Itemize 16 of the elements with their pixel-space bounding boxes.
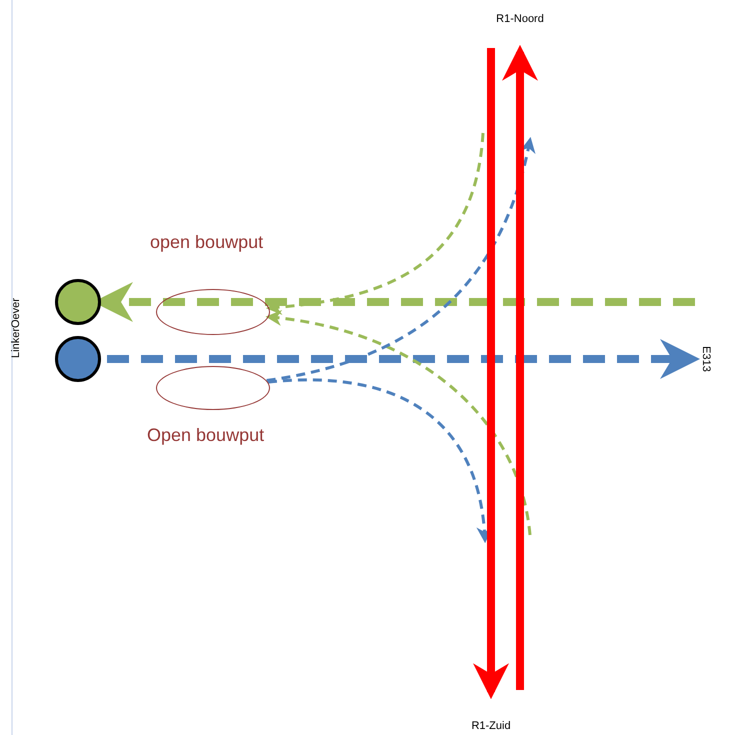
arrow	[266, 132, 484, 315]
arrow	[107, 339, 700, 379]
area-label: open bouwput	[150, 232, 264, 253]
area-label: Open bouwput	[147, 425, 264, 446]
arrow	[266, 136, 535, 382]
lane-circle	[55, 336, 101, 382]
lane-circle	[55, 279, 101, 325]
place-label: E313	[698, 344, 714, 374]
construction-pit-ellipse	[156, 289, 270, 335]
construction-pit-ellipse	[156, 366, 270, 410]
arrow	[473, 48, 509, 700]
arrow	[266, 310, 532, 536]
place-label: LinkerOever	[10, 298, 22, 358]
road-label: R1-Zuid	[468, 718, 514, 733]
road-label: R1-Noord	[495, 11, 545, 26]
arrow	[502, 44, 538, 690]
